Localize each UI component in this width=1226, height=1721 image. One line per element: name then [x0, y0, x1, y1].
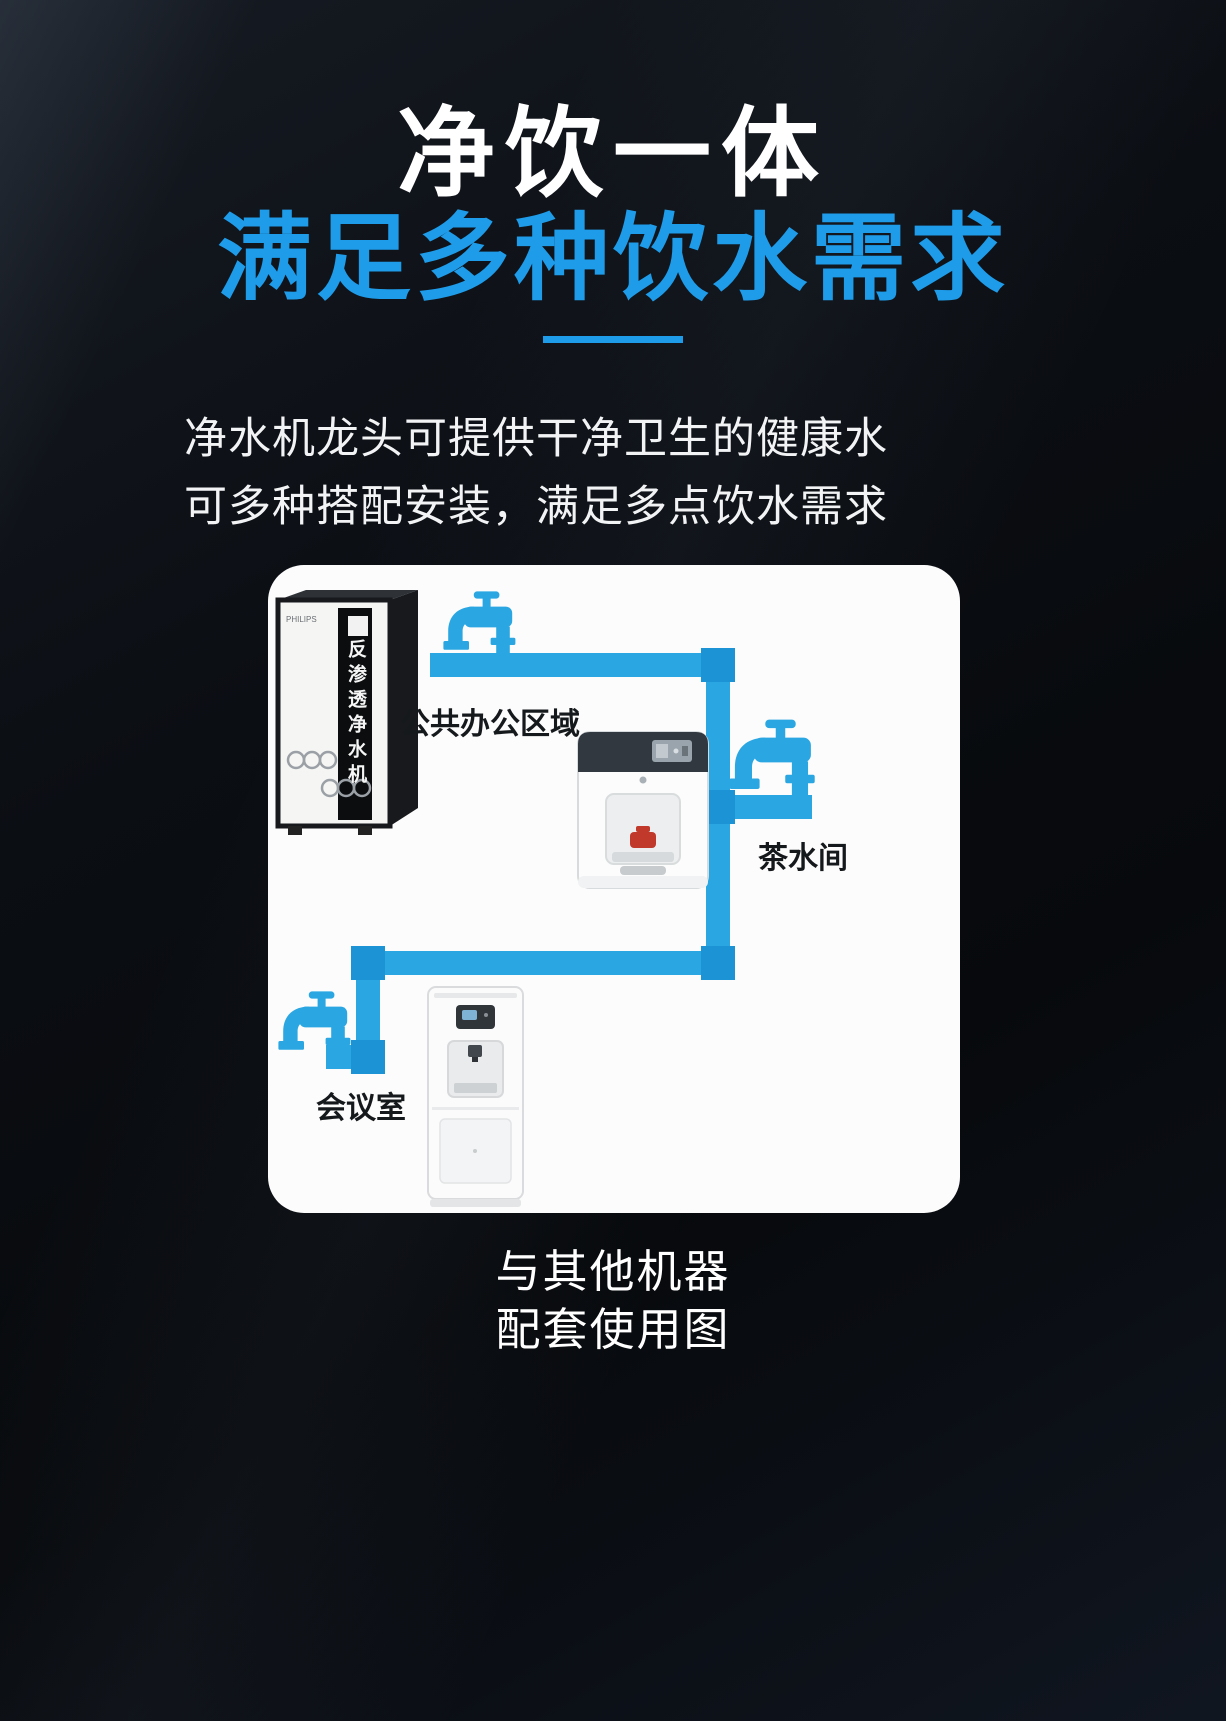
pipe-joint — [701, 946, 735, 980]
pipe-joint — [351, 946, 385, 980]
faucet-icon — [278, 991, 351, 1065]
floor-dispenser-illustration — [427, 986, 524, 1207]
caption-line-1: 与其他机器 — [495, 1246, 731, 1297]
ro-purifier-illustration: PHILIPS — [275, 590, 418, 835]
caption-line-2: 配套使用图 — [495, 1304, 731, 1355]
diagram-card: PHILIPS — [268, 565, 960, 1213]
piping-diagram: PHILIPS — [275, 590, 815, 1207]
faucet-icon — [729, 719, 815, 807]
label-tea-room: 茶水间 — [758, 842, 848, 875]
label-office-area: 公共办公区域 — [400, 708, 580, 741]
page-title: 净饮一体 — [396, 98, 829, 208]
label-meeting-room: 会议室 — [316, 1092, 406, 1125]
pipe-joint — [351, 1040, 385, 1074]
description-line-1: 净水机龙头可提供干净卫生的健康水 — [184, 415, 888, 463]
purifier-vertical-label: 反渗透净水机 — [345, 639, 366, 789]
purifier-ring-decor — [286, 750, 372, 798]
purifier-brand-text: PHILIPS — [286, 615, 317, 624]
pipe-joint — [701, 648, 735, 682]
wall-dispenser-illustration — [577, 731, 709, 889]
page-subtitle: 满足多种饮水需求 — [216, 206, 1009, 312]
description-line-2: 可多种搭配安装，满足多点饮水需求 — [184, 483, 888, 531]
title-divider — [543, 336, 683, 343]
